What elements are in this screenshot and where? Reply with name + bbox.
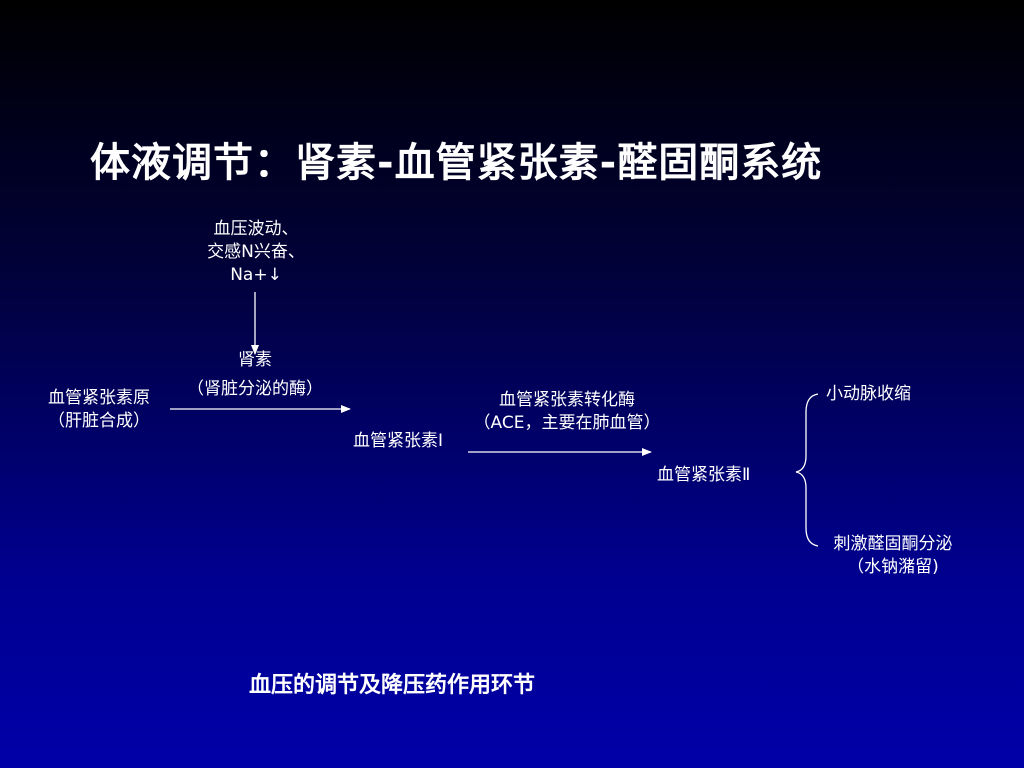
angiotensinogen-note: （肝脏合成） — [48, 411, 150, 431]
angiotensinogen-name: 血管紧张素原 — [48, 388, 150, 408]
trigger-line-2: 交感N兴奋、 — [207, 242, 305, 262]
aldosterone-note: （水钠潴留) — [847, 557, 939, 577]
effect-vasoconstriction: 小动脉收缩 — [826, 384, 911, 404]
angiotensinogen-label: 血管紧张素原 （肝脏合成） — [36, 387, 162, 433]
angiotensin-1-label: 血管紧张素Ⅰ — [353, 431, 444, 451]
aldosterone-name: 刺激醛固酮分泌 — [833, 534, 953, 554]
renin-name: 肾素 — [238, 350, 272, 370]
ace-note: （ACE，主要在肺血管） — [473, 413, 661, 433]
trigger-line-1: 血压波动、 — [213, 219, 299, 239]
slide-subtitle: 血压的调节及降压药作用环节 — [249, 673, 536, 698]
trigger-factors: 血压波动、 交感N兴奋、 Na+↓ — [196, 218, 316, 287]
effect-aldosterone: 刺激醛固酮分泌 （水钠潴留) — [820, 533, 966, 579]
ace-label: 血管紧张素转化酶 （ACE，主要在肺血管） — [462, 389, 672, 435]
effects-brace — [795, 393, 819, 547]
renin-label: 肾素 （肾脏分泌的酶） — [175, 349, 335, 401]
ace-name: 血管紧张素转化酶 — [499, 390, 635, 410]
renin-note: （肾脏分泌的酶） — [187, 379, 323, 399]
trigger-line-3: Na+↓ — [230, 265, 282, 285]
slide-title: 体液调节：肾素-血管紧张素-醛固酮系统 — [90, 140, 823, 186]
angiotensin-2-label: 血管紧张素Ⅱ — [657, 465, 751, 485]
